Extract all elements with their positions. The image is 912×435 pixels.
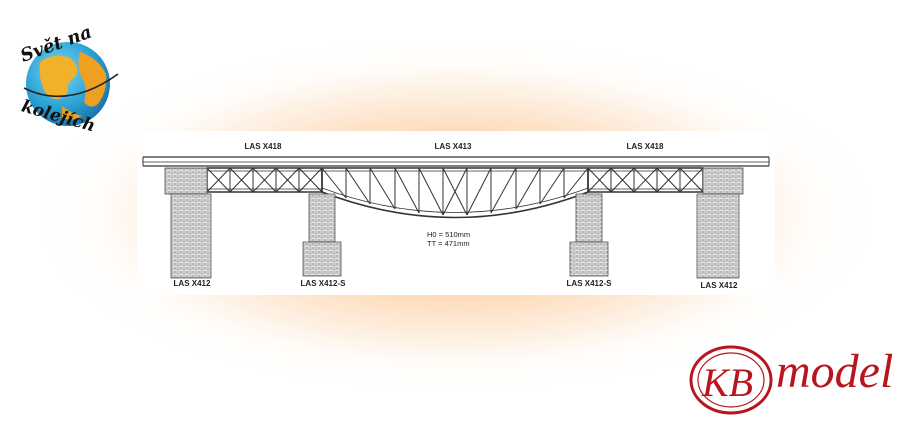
label-right-span: LAS X418 xyxy=(626,142,664,151)
bridge-diagram: LAS X418 LAS X413 LAS X418 LAS X412 LAS … xyxy=(137,131,775,295)
label-left-span: LAS X418 xyxy=(244,142,282,151)
right-pier xyxy=(569,193,609,277)
label-left-abutment: LAS X412 xyxy=(173,279,211,288)
globe-icon xyxy=(23,42,119,126)
center-span-truss xyxy=(321,167,589,219)
kbmodel-logo: KB model xyxy=(686,340,896,420)
dimension-h0: H0 = 510mm xyxy=(427,230,471,239)
svet-na-kolejich-logo: Svět na kolejích xyxy=(10,18,125,138)
dimension-tt: TT = 471mm xyxy=(427,239,470,248)
label-left-pier: LAS X412-S xyxy=(300,279,346,288)
left-pier xyxy=(302,193,342,277)
label-center-span: LAS X413 xyxy=(434,142,472,151)
right-abutment xyxy=(696,167,744,279)
kb-mark: KB xyxy=(701,360,753,405)
label-right-abutment: LAS X412 xyxy=(700,281,738,290)
logo-line1: Svět na xyxy=(18,22,95,67)
left-abutment xyxy=(164,167,212,279)
right-side-span-truss xyxy=(587,167,704,193)
left-side-span-truss xyxy=(206,167,323,193)
handrail xyxy=(142,156,770,167)
bridge-drawing xyxy=(142,156,770,279)
logo-line2: kolejích xyxy=(19,96,97,136)
kbmodel-text: model xyxy=(776,345,894,398)
label-right-pier: LAS X412-S xyxy=(566,279,612,288)
kb-monogram-icon: KB xyxy=(689,345,773,415)
